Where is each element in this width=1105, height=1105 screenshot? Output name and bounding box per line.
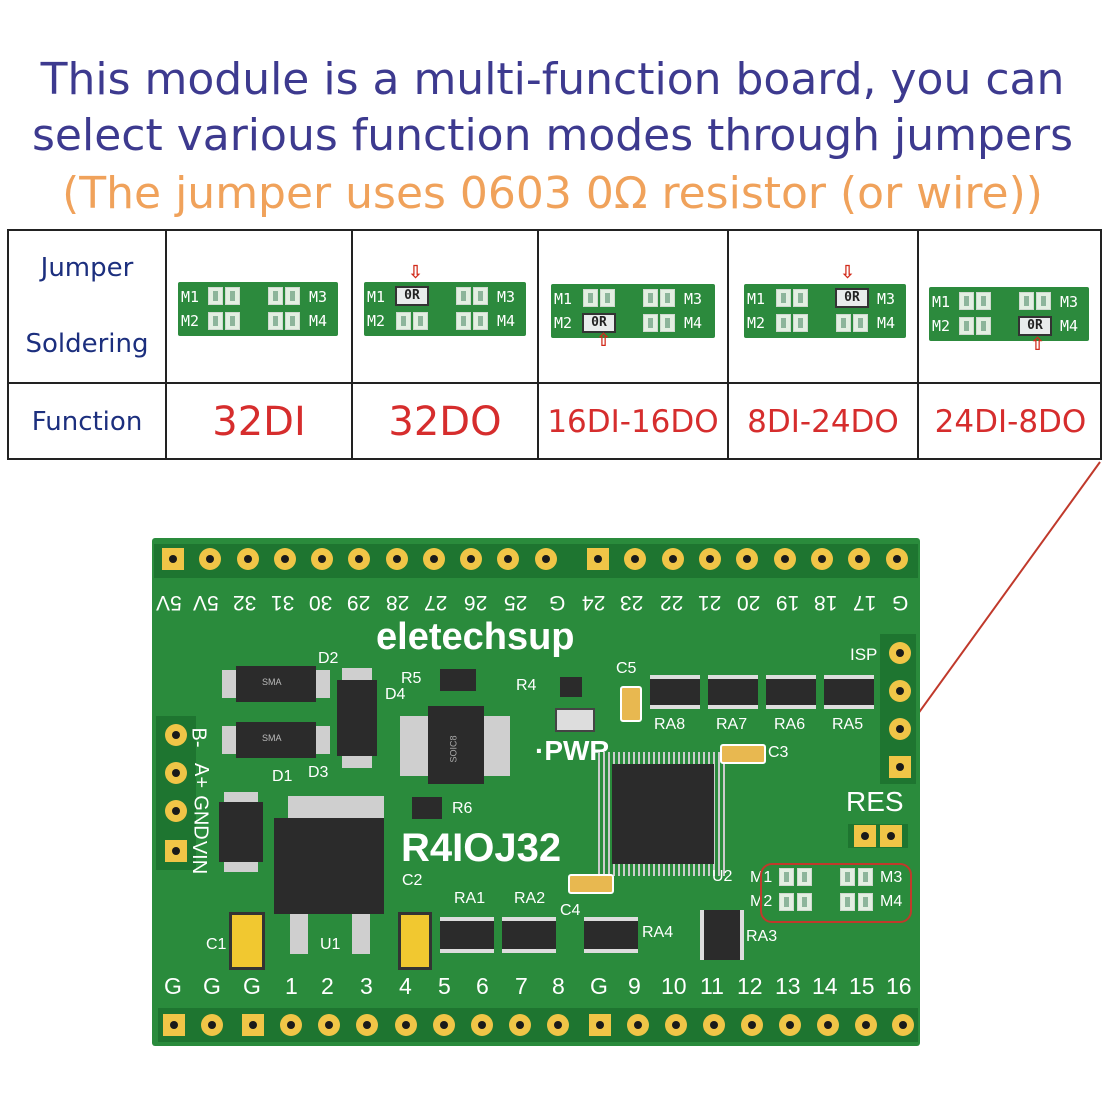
function-16di-16do: 16DI-16DO bbox=[547, 404, 719, 440]
zero-ohm-resistor: 0R bbox=[835, 288, 869, 308]
jumper-function-table: Jumper Soldering Function 32DI 32DO 16DI… bbox=[7, 229, 1102, 460]
ref-u2: U2 bbox=[712, 868, 733, 885]
resistor-array-ra2 bbox=[502, 917, 556, 953]
headline-note: (The jumper uses 0603 0Ω resistor (or wi… bbox=[62, 168, 1043, 219]
resistor-r6 bbox=[412, 797, 442, 819]
capacitor-c2 bbox=[398, 912, 432, 970]
resistor-array-ra3 bbox=[700, 910, 744, 960]
ref-ra2: RA2 bbox=[514, 890, 546, 907]
capacitor-c5 bbox=[620, 686, 642, 722]
ref-d3: D3 bbox=[308, 764, 329, 781]
function-24di-8do: 24DI-8DO bbox=[934, 404, 1087, 440]
resistor-array-ra6 bbox=[766, 675, 816, 709]
ref-c5: C5 bbox=[616, 660, 637, 677]
pwr-label: ·PWR bbox=[535, 735, 610, 766]
ref-r4: R4 bbox=[516, 677, 537, 694]
ref-c3: C3 bbox=[768, 744, 789, 761]
down-arrow-icon: ⇩ bbox=[840, 262, 856, 283]
ref-ra5: RA5 bbox=[832, 716, 864, 733]
ref-r5: R5 bbox=[401, 670, 422, 687]
ref-c2: C2 bbox=[402, 872, 423, 889]
ref-ra6: RA6 bbox=[774, 716, 806, 733]
ref-ra4: RA4 bbox=[642, 924, 674, 941]
pcb-board bbox=[152, 538, 920, 1046]
ref-r6: R6 bbox=[452, 800, 473, 817]
brand-label: eletechsup bbox=[376, 616, 575, 658]
jumper-diagram-8di-24do: M1 M2 0R M3 M4 bbox=[744, 284, 906, 338]
capacitor-c4 bbox=[568, 874, 614, 894]
ref-u1: U1 bbox=[320, 936, 341, 953]
resistor-array-ra4 bbox=[584, 917, 638, 953]
resistor-array-ra7 bbox=[708, 675, 758, 709]
isp-label: ISP bbox=[850, 645, 878, 664]
resistor-r4 bbox=[560, 677, 582, 697]
resistor-r5 bbox=[440, 669, 476, 691]
up-arrow-icon: ⇧ bbox=[1030, 334, 1046, 355]
ref-d1: D1 bbox=[272, 768, 293, 785]
ref-ra8: RA8 bbox=[654, 716, 686, 733]
down-arrow-icon: ⇩ bbox=[408, 262, 424, 283]
zero-ohm-resistor: 0R bbox=[395, 286, 429, 306]
jumper-diagram-16di-16do: M1 M2 0R M3 M4 bbox=[551, 284, 715, 338]
ref-c4: C4 bbox=[560, 902, 581, 919]
res-label: RES bbox=[846, 786, 904, 817]
resistor-array-ra8 bbox=[650, 675, 700, 709]
capacitor-c1 bbox=[229, 912, 265, 970]
headline-line-2: select various function modes through ju… bbox=[31, 110, 1074, 161]
function-8di-24do: 8DI-24DO bbox=[747, 404, 899, 440]
zero-ohm-resistor: 0R bbox=[1018, 316, 1052, 336]
ref-c1: C1 bbox=[206, 936, 227, 953]
power-led bbox=[555, 708, 595, 732]
jumper-diagram-32do: M1 M2 0R M3 M4 bbox=[364, 282, 526, 336]
ref-ra7: RA7 bbox=[716, 716, 748, 733]
resistor-array-ra5 bbox=[824, 675, 874, 709]
function-label: Function bbox=[31, 407, 143, 437]
bottom-pin-header bbox=[158, 1008, 918, 1042]
ref-ra3: RA3 bbox=[746, 928, 778, 945]
headline-line-1: This module is a multi-function board, y… bbox=[40, 54, 1065, 105]
jumper-highlight-ring bbox=[760, 863, 912, 923]
ref-d2: D2 bbox=[318, 650, 339, 667]
jumper-diagram-32di: M1 M2 M3 M4 bbox=[178, 282, 338, 336]
model-label: R4IOJ32 bbox=[401, 826, 562, 870]
capacitor-c3 bbox=[720, 744, 766, 764]
jumper-diagram-24di-8do: M1 M2 0R M3 M4 bbox=[929, 287, 1089, 341]
resistor-array-ra1 bbox=[440, 917, 494, 953]
zero-ohm-resistor: 0R bbox=[582, 313, 616, 333]
soldering-label: Soldering bbox=[25, 329, 149, 359]
reset-header bbox=[848, 824, 908, 848]
function-32di: 32DI bbox=[212, 399, 306, 445]
jumper-label: Jumper bbox=[40, 253, 134, 283]
up-arrow-icon: ⇧ bbox=[596, 330, 612, 351]
ref-ra1: RA1 bbox=[454, 890, 486, 907]
ref-d4: D4 bbox=[385, 686, 406, 703]
function-32do: 32DO bbox=[388, 399, 502, 445]
